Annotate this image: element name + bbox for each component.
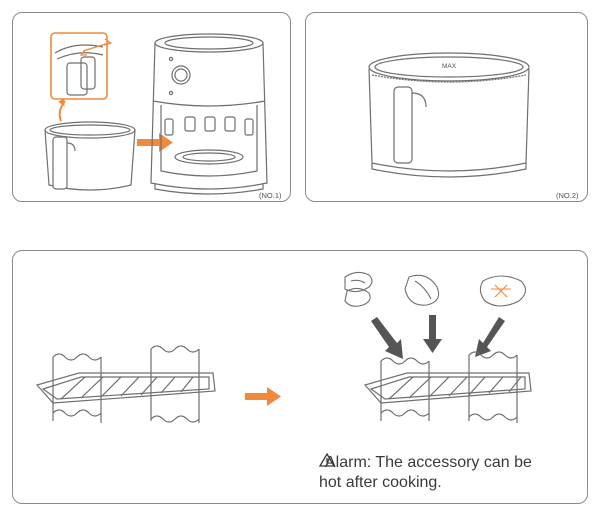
basket-max-illustration xyxy=(368,52,530,178)
step-number-label: (NO.2) xyxy=(556,191,579,200)
step-number-label: (NO.1) xyxy=(259,191,282,200)
rack-usage-illustration xyxy=(35,271,532,423)
steak-icon xyxy=(479,275,527,307)
fish-fillet-icon xyxy=(404,274,440,306)
grill-rack-illustration xyxy=(35,345,216,423)
air-fryer-illustration xyxy=(150,33,268,195)
basket-insertion-illustration xyxy=(44,32,268,195)
alarm-text-line-2: hot after cooking. xyxy=(319,474,442,491)
basket-illustration xyxy=(44,121,136,191)
handle-zoom-inset xyxy=(50,32,113,100)
shrimp-icon xyxy=(344,271,373,307)
orange-arrow-icon xyxy=(245,387,281,406)
basket-illustration xyxy=(368,52,530,178)
max-fill-label: MAX xyxy=(442,63,457,70)
accessory-panel: Alarm: The accessory can be hot after co… xyxy=(12,250,588,504)
down-arrow-icon xyxy=(371,315,505,359)
orange-arrow-icon xyxy=(137,133,173,152)
step-panel-2: MAX (NO.2) xyxy=(305,12,588,202)
step-panel-1: (NO.1) xyxy=(12,12,291,202)
alarm-text-line-1: Alarm: The accessory can be xyxy=(325,454,532,471)
alarm-warning: Alarm: The accessory can be hot after co… xyxy=(319,453,583,493)
grill-rack-illustration xyxy=(363,351,532,423)
